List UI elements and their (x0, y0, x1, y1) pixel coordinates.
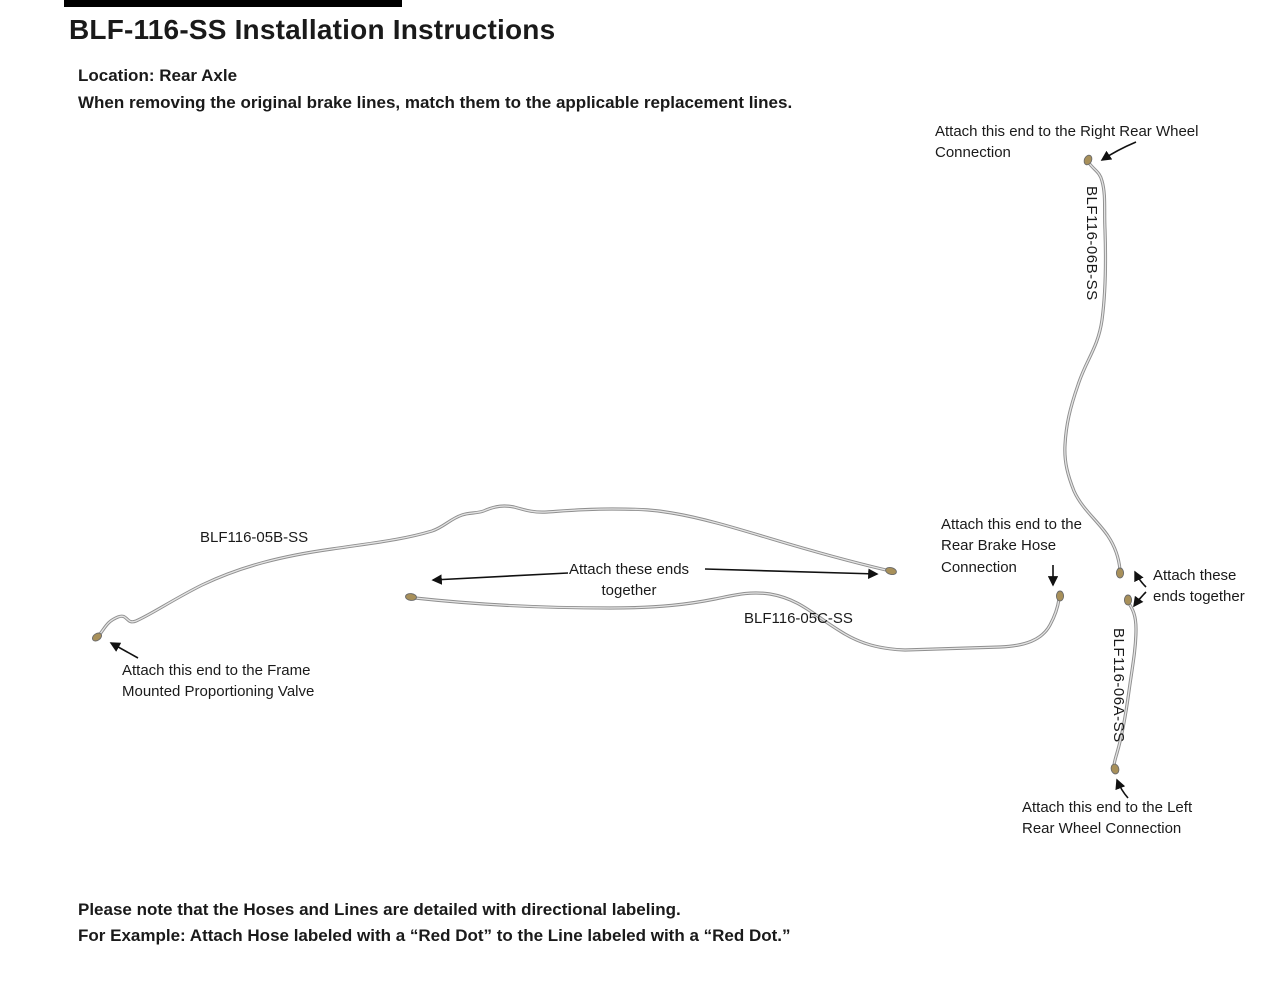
label-line-06a: BLF116-06A-SS (1110, 628, 1127, 743)
fitting-05c-right (1055, 590, 1065, 602)
fitting-06b-top (1083, 154, 1093, 166)
fitting-06b-bottom (1115, 567, 1125, 579)
fitting-06a-bottom (1110, 763, 1120, 775)
location-line: Location: Rear Axle (78, 66, 238, 85)
brake-line-06a (1112, 600, 1138, 768)
annotation-ends-together-center: Attach these ends together (568, 561, 690, 600)
brake-line-05c (413, 591, 1061, 652)
arrow-ends-right-down (1133, 591, 1147, 608)
label-line-05c: BLF116-05C-SS (744, 610, 853, 627)
label-line-06b: BLF116-06B-SS (1083, 186, 1100, 301)
arrow-ends-together-left (431, 572, 569, 585)
annotation-ends-together-right: Attach these ends together (1153, 567, 1245, 606)
fitting-05b-right (885, 566, 897, 576)
fitting-05c-left (405, 593, 417, 601)
arrow-ends-together-right (704, 568, 879, 579)
footer-note-2: For Example: Attach Hose labeled with a … (78, 926, 791, 945)
annotation-left-rear-wheel: Attach this end to the Left Rear Wheel C… (1022, 799, 1193, 838)
top-black-bar (64, 0, 402, 7)
annotation-frame-valve: Attach this end to the Frame Mounted Pro… (122, 662, 315, 701)
brake-line-06b (1063, 161, 1122, 572)
fitting-05b-left (92, 632, 102, 642)
page-title: BLF-116-SS Installation Instructions (69, 14, 556, 45)
arrow-left-rear-wheel (1115, 778, 1129, 799)
footer-note-1: Please note that the Hoses and Lines are… (78, 900, 681, 919)
arrow-right-rear-wheel (1100, 141, 1137, 161)
label-line-05b: BLF116-05B-SS (200, 529, 309, 546)
brake-line-05b (98, 504, 888, 636)
annotation-rear-brake-hose: Attach this end to the Rear Brake Hose C… (941, 516, 1082, 576)
instruction-line: When removing the original brake lines, … (78, 93, 793, 112)
fitting-06a-top (1123, 594, 1133, 606)
annotation-right-rear-wheel: Attach this end to the Right Rear Wheel … (935, 123, 1199, 162)
arrow-ends-right-up (1134, 570, 1147, 588)
arrow-frame-valve (109, 642, 139, 659)
